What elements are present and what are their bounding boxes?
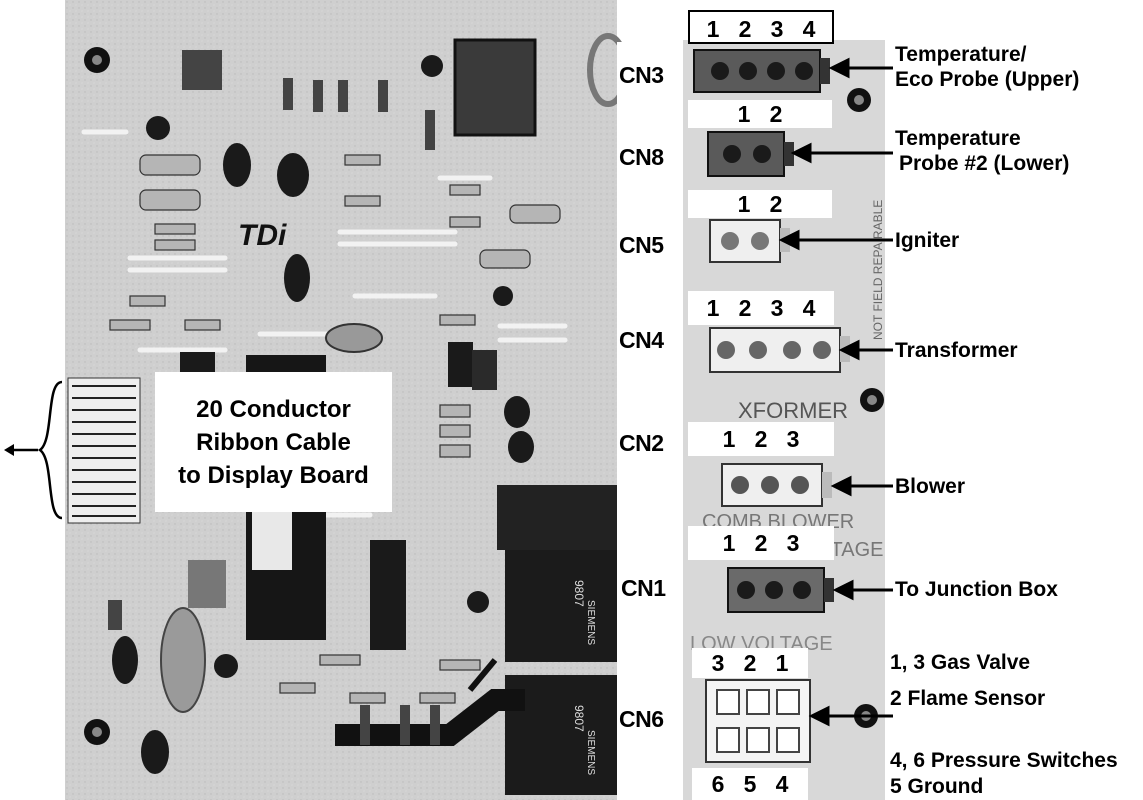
relay-model-1: 9807 [572,580,586,607]
cn3-desc-line: Temperature/ [895,43,1027,66]
relays: 9807 9807 SIEMENS SIEMENS [497,485,617,795]
resistors [109,154,561,704]
relay-model-2: 9807 [572,705,586,732]
cn6-desc-gas-valve: 1, 3 Gas Valve [890,651,1031,674]
cn1-housing [727,567,834,613]
heavy-trace [335,689,525,746]
tdi-logo: TDi [238,219,287,252]
cn8-pin: 1 [737,101,751,127]
cn8-description: Temperature Probe #2 (Lower) [895,126,1069,176]
cn3-pin: 3 [770,16,784,42]
cn3-pin: 1 [706,16,720,42]
cn4-pin: 4 [802,295,816,321]
ribbon-label-line-1: 20 Conductor [196,395,351,423]
cn6-pin: 1 [775,650,789,676]
mounting-holes [84,47,884,745]
cn8-desc-line: Temperature [895,127,1021,150]
leader-arrows [778,57,893,727]
cn6-label: CN6 [619,706,664,732]
cn6-pin: 3 [711,650,725,676]
ribbon-cable-label: 20 Conductor Ribbon Cable to Display Boa… [155,372,392,512]
relay-brand-2: SIEMENS [585,730,596,775]
cn6-desc-flame-sensor: 2 Flame Sensor [890,687,1046,710]
cn2-housing [721,463,832,507]
silk-xformer: XFORMER [738,398,848,423]
cn3-pin: 2 [738,16,752,42]
cn5-pin: 2 [769,191,783,217]
cn1-description: To Junction Box [895,578,1058,601]
cn2-label: CN2 [619,430,664,456]
cn1-pin: 1 [722,530,736,556]
capacitors [112,55,534,774]
cn2-description: Blower [895,475,966,498]
cn4-pin: 1 [706,295,720,321]
cn6-pin: 5 [743,771,757,797]
cn4-pin: 2 [738,295,752,321]
cn6-desc-pressure-switches: 4, 6 Pressure Switches [890,749,1118,772]
cn8-desc-line: Probe #2 (Lower) [899,152,1070,175]
ribbon-connector-header [67,377,141,524]
cn6-pin: 6 [711,771,725,797]
ribbon-brace [37,380,63,520]
cn3-housing [693,49,830,93]
cn3-pin: 4 [802,16,816,42]
cn8-housing [707,131,794,177]
board-traces [81,129,568,518]
cn5-pin: 1 [737,191,751,217]
cn5-label: CN5 [619,232,664,258]
cn5-housing [709,219,790,263]
cn6-pin: 4 [775,771,789,797]
cn4-label: CN4 [619,327,664,353]
cn5-description: Igniter [895,229,960,252]
cn1-label: CN1 [621,575,666,601]
ribbon-label-line-2: Ribbon Cable [196,428,351,456]
cn6-housing [705,679,811,763]
cn2-pin: 2 [754,426,768,452]
cn3-description: Temperature/ Eco Probe (Upper) [895,42,1079,92]
cn8-pin: 2 [769,101,783,127]
cn4-pin: 3 [770,295,784,321]
cn2-pin: 3 [786,426,800,452]
cn2-pin: 1 [722,426,736,452]
cn6-pin: 2 [743,650,757,676]
cn6-desc-ground: 5 Ground [890,775,984,798]
cn4-description: Transformer [895,339,1018,362]
relay-brand-1: SIEMENS [585,600,596,645]
cn4-housing [709,327,850,373]
cn3-desc-line: Eco Probe (Upper) [895,68,1080,91]
cn1-pin: 2 [754,530,768,556]
cn1-pin: 3 [786,530,800,556]
cn3-label: CN3 [619,62,664,88]
ribbon-label-line-3: to Display Board [178,461,369,489]
heavy-trace-2 [467,658,498,692]
cn8-label: CN8 [619,144,664,170]
silk-not-field-repairable: NOT FIELD REPAIRABLE [871,200,885,340]
ribbon-arrowhead [4,444,14,456]
small-components [108,50,440,745]
label-column [617,42,683,800]
